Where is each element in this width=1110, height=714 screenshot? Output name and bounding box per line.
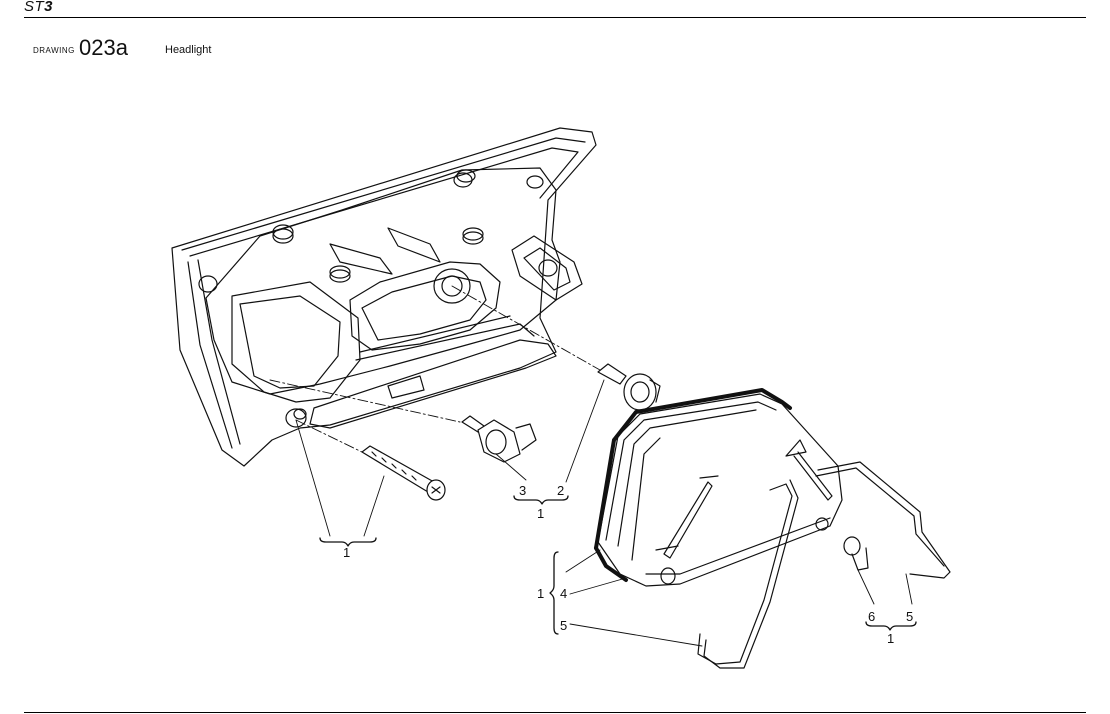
callout-clip-6: 6 [868, 609, 875, 624]
callout-labels: 1 3 2 1 1 4 5 6 5 1 [343, 483, 913, 646]
callout-cover-4: 4 [560, 586, 567, 601]
callout-cover-5: 5 [560, 618, 567, 633]
model-prefix: ST [24, 0, 45, 15]
model-logo: ST3 [24, 0, 53, 15]
callout-screw-group: 1 [343, 545, 350, 560]
headlight-housing [171, 127, 597, 467]
footer-rule [24, 712, 1086, 713]
model-suffix: 3 [44, 0, 54, 15]
callout-cover-brace: 1 [537, 586, 544, 601]
header-rule [24, 17, 1086, 18]
callout-bulb-3: 3 [519, 483, 526, 498]
rear-cover [594, 388, 843, 587]
callout-clip-group: 1 [887, 631, 894, 646]
main-bulb [597, 363, 661, 411]
drawing-number: 023a [79, 35, 128, 60]
callout-bulb-group: 1 [537, 506, 544, 521]
group-braces [319, 495, 917, 635]
spring-clip-right [815, 461, 951, 579]
drawing-title: Headlight [165, 44, 212, 56]
bulb-holder-clip [843, 536, 869, 571]
callout-clip-5: 5 [906, 609, 913, 624]
drawing-label: DRAWING [33, 46, 75, 55]
leader-lines [295, 379, 913, 647]
assembly-axes [269, 285, 601, 453]
spring-clip-left [697, 479, 799, 669]
parking-bulb [461, 415, 537, 463]
callout-bulb-2: 2 [557, 483, 564, 498]
mounting-screw [361, 445, 446, 501]
